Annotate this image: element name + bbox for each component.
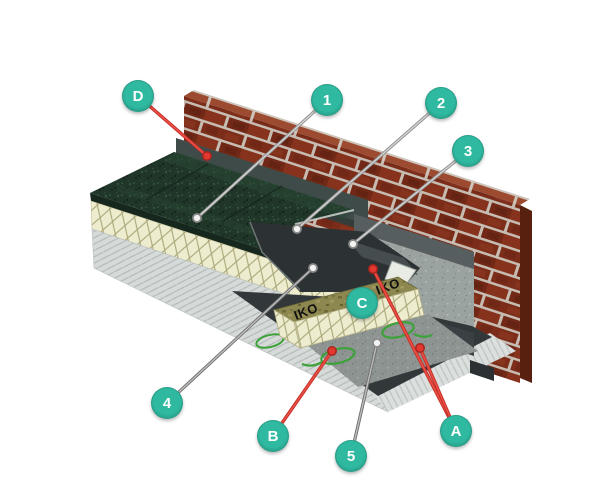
leader-dot-A1 [368, 264, 378, 274]
cutaway-floor [306, 314, 478, 387]
cap-sheet-back-streak [164, 152, 354, 219]
underlayer-edge-highlight [249, 221, 301, 291]
leader-line-A1-core [372, 268, 457, 432]
leader-line-B-core [272, 350, 333, 437]
board-end-face [273, 309, 301, 349]
leader-dot-1 [192, 213, 202, 223]
wall-top-face [184, 90, 530, 205]
leader-dot-3 [348, 239, 358, 249]
leader-line-4-core [166, 267, 314, 404]
wall-end-face [520, 205, 532, 383]
callout-C[interactable]: C [346, 287, 378, 319]
deck-right-face [368, 333, 516, 412]
callout-2[interactable]: 2 [425, 87, 457, 119]
leader-line-2-core [296, 102, 442, 230]
callout-1[interactable]: 1 [311, 84, 343, 116]
leader-dot-D [202, 151, 212, 161]
leader-dot-A2 [415, 343, 425, 353]
adhesive-beads [301, 321, 433, 367]
cavity-band [354, 214, 474, 269]
callout-5[interactable]: 5 [335, 440, 367, 472]
leader-endpoints [192, 151, 425, 356]
leader-line-1-core [196, 99, 328, 219]
cap-sheet-seam [145, 163, 283, 223]
leader-dot-B [327, 346, 337, 356]
callout-B[interactable]: B [257, 420, 289, 452]
leader-dot-2 [292, 224, 302, 234]
leader-dot-4 [308, 263, 318, 273]
callout-A[interactable]: A [440, 415, 472, 447]
callout-3[interactable]: 3 [452, 135, 484, 167]
leader-dot-5 [372, 338, 382, 348]
callout-4[interactable]: 4 [151, 387, 183, 419]
cap-sheet-front-edge [90, 193, 313, 274]
leader-line-5-core [350, 342, 378, 457]
callout-D[interactable]: D [122, 80, 154, 112]
wall-base-shadow [470, 360, 494, 381]
